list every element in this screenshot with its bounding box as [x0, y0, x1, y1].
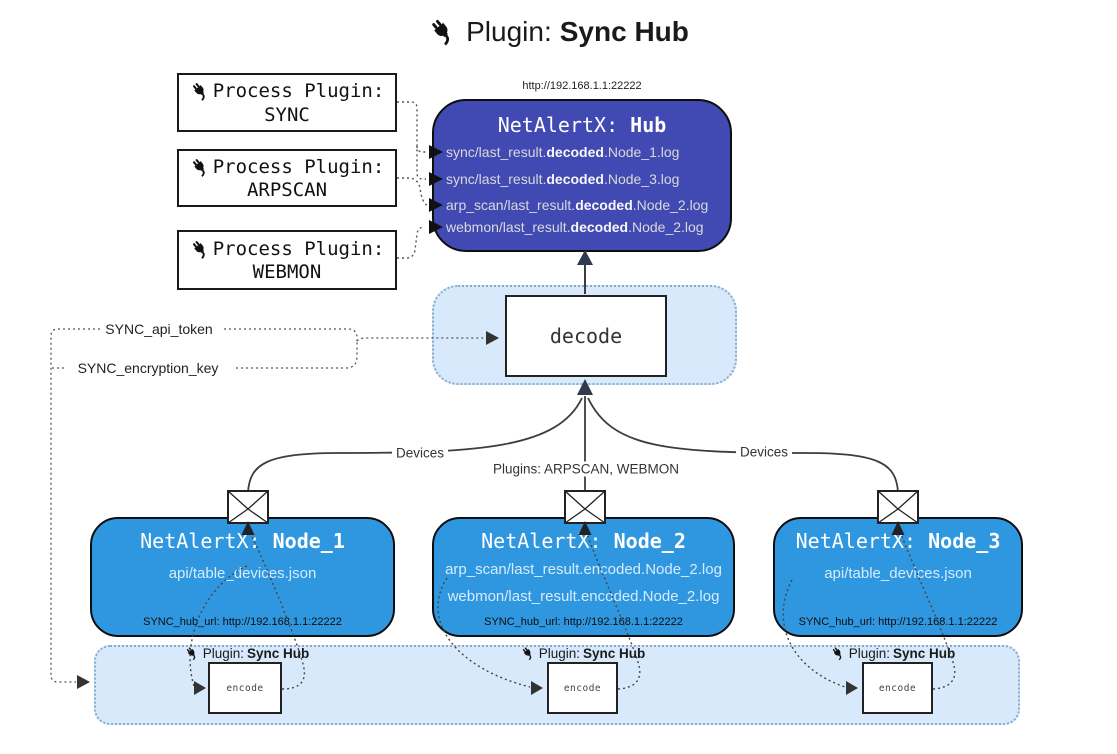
hub-title: NetAlertX: Hub	[432, 113, 732, 137]
node-1-box: NetAlertX: Node_1 api/table_devices.json…	[90, 517, 395, 637]
hub-log-line: sync/last_result.decoded.Node_1.log	[446, 144, 680, 160]
node-hub-url: SYNC_hub_url: http://192.168.1.1:22222	[484, 616, 683, 628]
node-file: api/table_devices.json	[824, 565, 972, 582]
node-title: NetAlertX: Node_3	[795, 529, 1001, 553]
process-plugin-sync: Process Plugin: SYNC	[177, 73, 397, 132]
plug-icon	[832, 647, 842, 661]
hub-box	[432, 99, 732, 252]
encode-box: encode	[547, 662, 618, 714]
title-bold: Sync Hub	[559, 16, 689, 47]
edge-arpscan-to-hub	[397, 177, 428, 206]
page-title: Plugin: Sync Hub	[0, 16, 1117, 48]
hub-log-line: sync/last_result.decoded.Node_3.log	[446, 171, 680, 187]
decode-box: decode	[505, 295, 667, 377]
process-plugin-name: ARPSCAN	[246, 179, 328, 202]
sync-api-token-label: SYNC_api_token	[102, 321, 216, 337]
edge-label-plugins: Plugins: ARPSCAN, WEBMON	[488, 461, 684, 477]
encoder-plugin-label: Plugin:Sync Hub	[521, 646, 645, 661]
node-title: NetAlertX: Node_1	[140, 529, 345, 553]
node-3-box: NetAlertX: Node_3 api/table_devices.json…	[773, 517, 1023, 637]
node-file: arp_scan/last_result.encoded.Node_2.log	[445, 561, 722, 578]
plug-icon	[186, 647, 196, 661]
hub-name: Hub	[630, 113, 667, 137]
node-hub-url: SYNC_hub_url: http://192.168.1.1:22222	[143, 616, 342, 628]
process-plugin-label: Process Plugin:	[212, 237, 385, 260]
encoder-plugin-label: Plugin:Sync Hub	[831, 646, 955, 661]
node-file: api/table_devices.json	[168, 565, 317, 582]
encode-box: encode	[862, 662, 933, 714]
arrowhead-up	[577, 250, 593, 265]
process-plugin-label: Process Plugin:	[212, 80, 385, 103]
edge-sync-to-hub-branch	[416, 145, 426, 153]
edge-label-devices-right: Devices	[735, 444, 793, 460]
edge-label-devices-left: Devices	[391, 445, 449, 461]
node-hub-url: SYNC_hub_url: http://192.168.1.1:22222	[798, 616, 998, 628]
sync-encryption-key-label: SYNC_encryption_key	[74, 360, 222, 376]
edge-encryption-key-right	[236, 341, 358, 369]
hub-name-prefix: NetAlertX:	[497, 113, 619, 137]
title-prefix: Plugin:	[466, 16, 552, 47]
process-plugin-label: Process Plugin:	[212, 155, 385, 178]
plug-icon	[192, 83, 205, 101]
encode-box: encode	[208, 662, 282, 714]
edge-webmon-to-hub	[397, 226, 425, 259]
node-2-box: NetAlertX: Node_2 arp_scan/last_result.e…	[432, 517, 735, 637]
edge-sync-to-hub	[397, 101, 426, 180]
hub-log-line: webmon/last_result.decoded.Node_2.log	[446, 219, 704, 235]
process-plugin-arpscan: Process Plugin: ARPSCAN	[177, 149, 397, 207]
decode-label: decode	[549, 324, 623, 348]
process-plugin-name: SYNC	[264, 103, 310, 126]
plug-icon	[522, 647, 532, 661]
node-file: webmon/last_result.encoded.Node_2.log	[447, 588, 720, 605]
plug-icon	[432, 19, 450, 46]
plug-icon	[192, 240, 205, 259]
node-title: NetAlertX: Node_2	[481, 529, 686, 553]
plug-icon	[192, 158, 205, 177]
process-plugin-name: WEBMON	[252, 261, 322, 284]
edge-api-token-right	[224, 328, 358, 341]
edge-token-to-encoders	[50, 328, 100, 683]
hub-log-line: arp_scan/last_result.decoded.Node_2.log	[446, 197, 709, 213]
encoder-plugin-label: Plugin:Sync Hub	[185, 646, 309, 661]
process-plugin-webmon: Process Plugin: WEBMON	[177, 230, 397, 290]
arrowhead-right	[77, 675, 90, 689]
hub-url: http://192.168.1.1:22222	[522, 80, 642, 92]
